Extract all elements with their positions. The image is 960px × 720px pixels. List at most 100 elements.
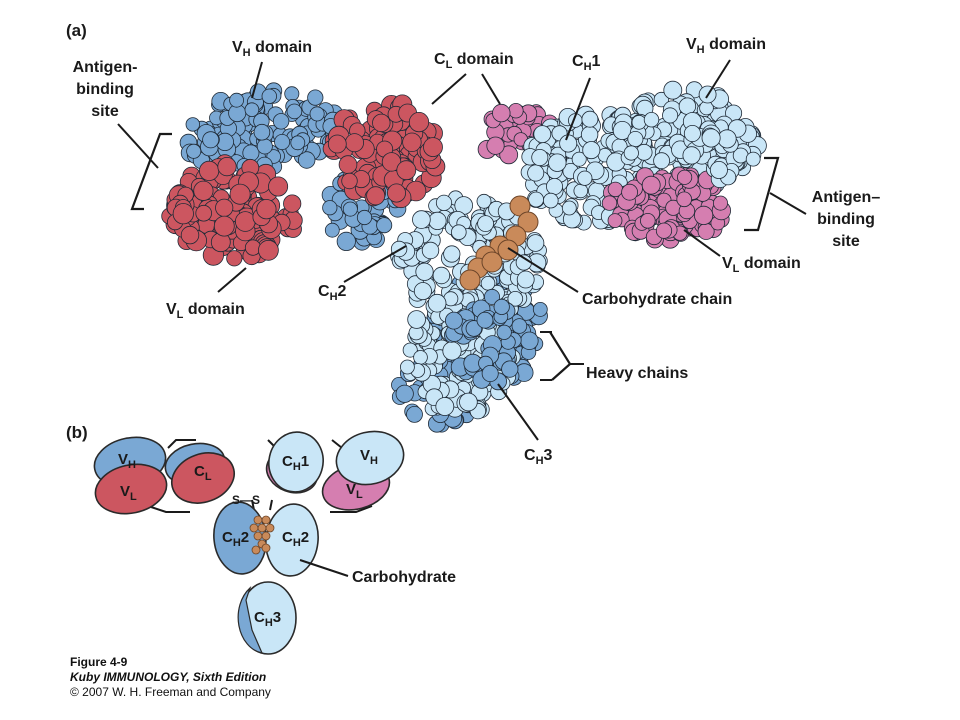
- sugar-sphere: [517, 211, 539, 233]
- atom-sphere: [395, 384, 414, 403]
- schematic-vl-right-text: VL: [346, 481, 363, 501]
- schematic-cl-text: CL: [194, 463, 212, 483]
- atom-sphere: [623, 145, 639, 161]
- schematic-ch1-text: CH1: [282, 453, 309, 473]
- cl-domain-left-atoms: [322, 94, 446, 209]
- atom-sphere: [172, 203, 194, 225]
- bracket-heavy-chains: [549, 331, 572, 381]
- leader-heavy-chains: [540, 331, 584, 381]
- atom-sphere: [627, 130, 644, 147]
- schematic-ch1-right: [268, 431, 324, 493]
- cl-domain-label: CL domain: [434, 51, 514, 71]
- atom-sphere: [443, 245, 461, 263]
- atom-sphere: [412, 210, 431, 229]
- atom-sphere: [682, 146, 701, 165]
- atom-sphere: [643, 111, 660, 128]
- atom-sphere: [341, 172, 358, 190]
- atom-sphere: [476, 193, 492, 209]
- atom-sphere: [322, 200, 338, 216]
- leader-ch3: [497, 383, 539, 441]
- atom-sphere: [229, 183, 251, 205]
- panel-b-label: (b): [66, 423, 88, 442]
- leader-ch1: [565, 77, 591, 141]
- vl-domain-right-label: VL domain: [722, 255, 801, 275]
- sugar-dot: [257, 523, 267, 533]
- atom-sphere: [621, 183, 638, 201]
- atom-sphere: [202, 131, 220, 149]
- sugar-dot: [249, 523, 259, 533]
- atom-sphere: [342, 201, 358, 217]
- atom-sphere: [717, 129, 737, 149]
- atom-sphere: [483, 288, 500, 305]
- leader-carbohydrate-chain: [507, 247, 579, 293]
- sugar-dot: [261, 543, 271, 553]
- atom-sphere: [631, 114, 647, 130]
- atom-sphere: [256, 199, 277, 220]
- atom-sphere: [561, 200, 577, 216]
- leader-cl: [431, 73, 501, 105]
- bracket-antigen-right: [744, 156, 780, 232]
- sugar-dot: [253, 515, 263, 525]
- atom-sphere: [381, 152, 402, 172]
- atom-sphere: [428, 211, 447, 230]
- atom-sphere: [186, 143, 202, 159]
- schematic-carbohydrate: [249, 515, 275, 555]
- atom-sphere: [745, 151, 761, 167]
- leader-vh-right: [705, 59, 731, 99]
- schematic-ch2-right-text: CH2: [282, 529, 309, 549]
- atom-sphere: [284, 86, 300, 102]
- sugar-sphere: [481, 251, 503, 273]
- antigen-binding-site-right-label: Antigen– binding site: [812, 189, 881, 250]
- atom-sphere: [193, 180, 214, 201]
- atom-sphere: [399, 359, 415, 375]
- atom-sphere: [298, 151, 316, 169]
- atom-sphere: [283, 194, 302, 213]
- svg-text:site: site: [832, 233, 860, 250]
- sugar-sphere: [497, 239, 519, 261]
- schematic-ch3-dark: [237, 586, 264, 654]
- sugar-dot: [261, 531, 271, 541]
- sugar-dot: [265, 523, 275, 533]
- atom-sphere: [607, 213, 623, 229]
- ch3-label-a: CH3: [524, 447, 553, 467]
- atom-sphere: [476, 311, 494, 329]
- caption-copyright: © 2007 W. H. Freeman and Company: [70, 685, 271, 699]
- atom-sphere: [290, 135, 306, 151]
- atom-sphere: [435, 397, 455, 416]
- atom-sphere: [678, 97, 697, 115]
- atom-sphere: [413, 350, 428, 365]
- atom-sphere: [481, 364, 499, 382]
- atom-sphere: [257, 239, 279, 261]
- leader-vl-left: [217, 267, 247, 293]
- schematic-vh-right-text: VH: [360, 447, 378, 467]
- schematic-ch2-left-text: CH2: [222, 529, 249, 549]
- svg-text:binding: binding: [76, 81, 134, 98]
- atom-sphere: [376, 217, 393, 234]
- atom-sphere: [546, 177, 564, 195]
- atom-sphere: [256, 138, 273, 155]
- atom-sphere: [324, 222, 340, 238]
- schematic-cl-left: [171, 452, 235, 504]
- atom-sphere: [396, 160, 417, 181]
- atom-sphere: [229, 92, 245, 108]
- ch1-label-a: CH1: [572, 53, 601, 73]
- atom-sphere: [580, 125, 599, 144]
- atom-sphere: [450, 224, 467, 241]
- atom-sphere: [415, 262, 434, 281]
- leader-vh-left: [251, 61, 263, 99]
- schematic-vh-right: [335, 430, 405, 486]
- atom-sphere: [338, 155, 358, 174]
- caption-book-title: Kuby IMMUNOLOGY, Sixth Edition: [70, 670, 267, 684]
- atom-sphere: [653, 152, 670, 170]
- atom-sphere: [701, 128, 721, 148]
- atom-sphere: [427, 293, 447, 313]
- leader-ch2: [343, 245, 407, 283]
- schematic-vh-left-text: VH: [118, 451, 136, 471]
- atom-sphere: [683, 125, 701, 143]
- atom-sphere: [582, 141, 601, 160]
- schematic-ch3-text: CH3: [254, 609, 281, 629]
- vh-right-front-atoms: [671, 119, 767, 189]
- carbohydrate-label-b: Carbohydrate: [352, 569, 456, 586]
- atom-sphere: [217, 157, 237, 177]
- atom-sphere: [663, 80, 683, 100]
